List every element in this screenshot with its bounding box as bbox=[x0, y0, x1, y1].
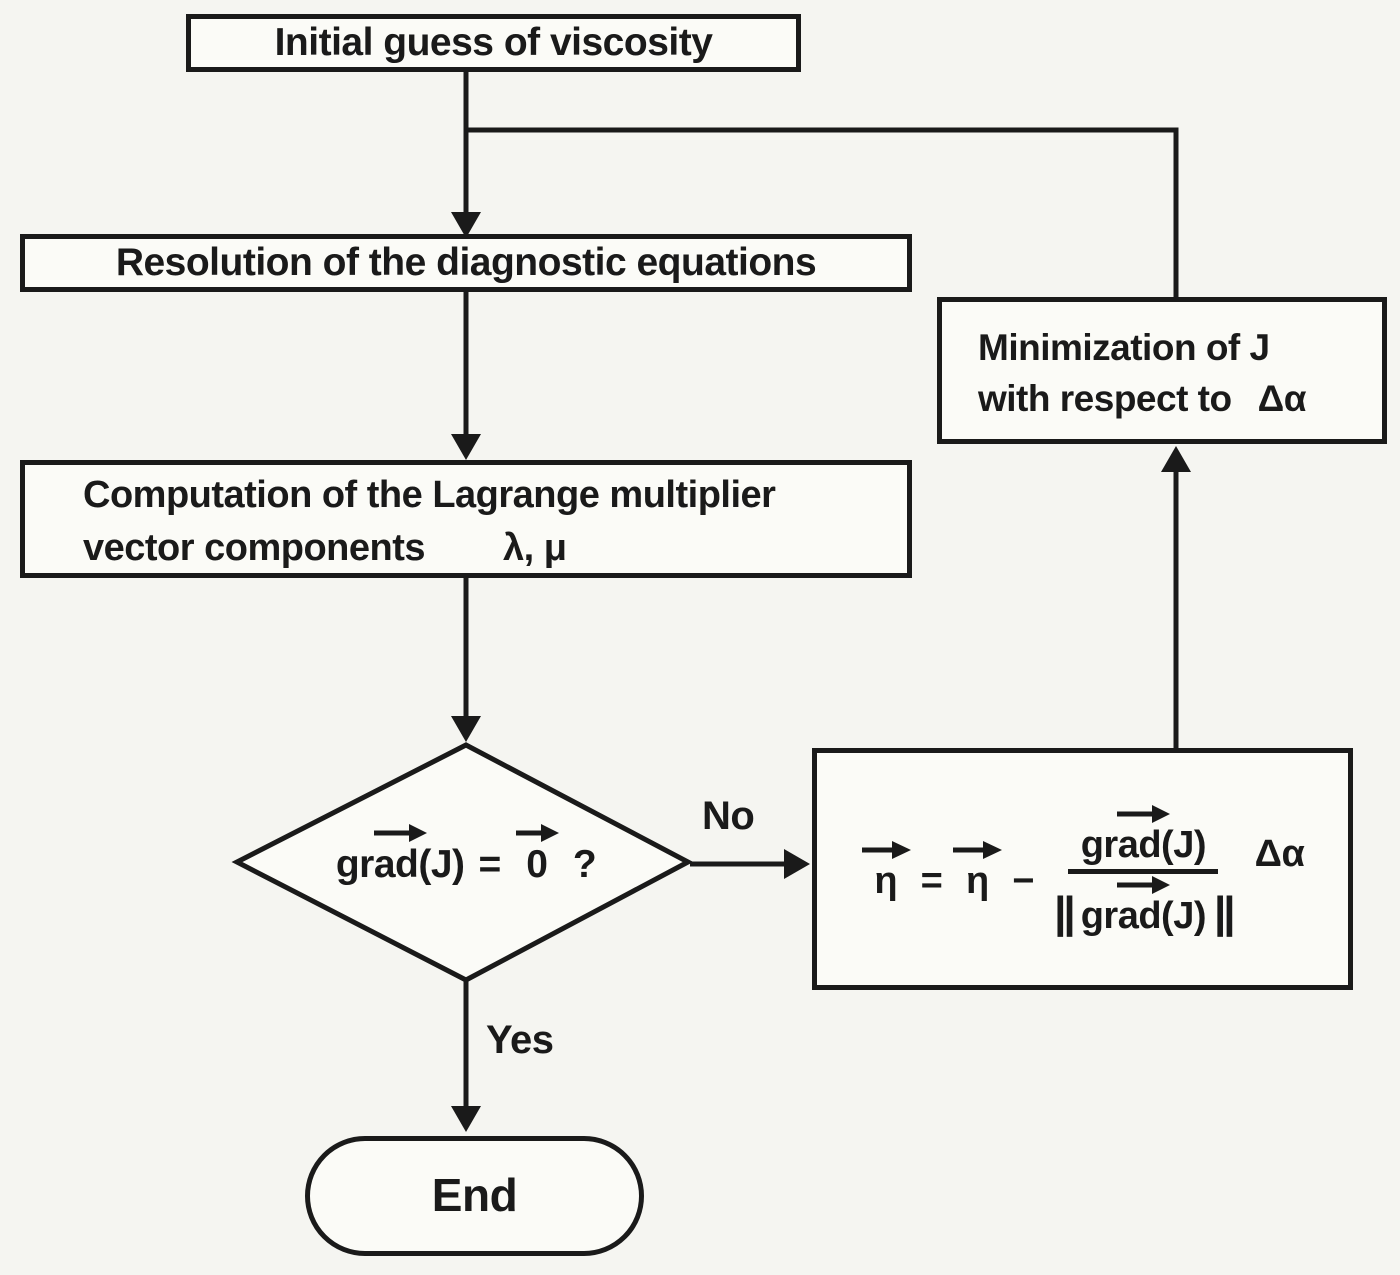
update-factor-delta-alpha: Δα bbox=[1254, 833, 1305, 876]
edge-label-yes: Yes bbox=[486, 1018, 554, 1062]
node-computation-line2-text: vector components bbox=[83, 526, 426, 569]
decision-zero-token: 0 bbox=[515, 822, 559, 884]
update-minus: − bbox=[1012, 859, 1035, 902]
node-computation-line2: vector components λ, μ bbox=[83, 529, 907, 567]
edge-feedback-top-branch bbox=[466, 127, 1179, 297]
norm-close: || bbox=[1214, 888, 1236, 937]
node-resolution-label: Resolution of the diagnostic equations bbox=[115, 240, 817, 284]
update-eta-group: η = η − bbox=[861, 839, 1035, 902]
update-eta1: η bbox=[874, 859, 898, 902]
update-denominator-token: grad(J) bbox=[1080, 874, 1207, 937]
update-equals: = bbox=[920, 859, 943, 902]
node-end-label: End bbox=[431, 1169, 518, 1222]
update-numerator-grad: grad(J) bbox=[1080, 824, 1207, 866]
arrowhead-into-update bbox=[784, 849, 810, 879]
lagrange-symbols: λ, μ bbox=[503, 526, 567, 569]
decision-question-mark: ? bbox=[572, 843, 597, 886]
arrowhead-into-computation bbox=[451, 434, 481, 460]
arrowhead-into-end bbox=[451, 1106, 481, 1132]
fraction-bar bbox=[1068, 869, 1219, 874]
node-update-formula: η = η − grad(J) || bbox=[812, 748, 1353, 990]
update-eta2: η bbox=[966, 859, 989, 902]
node-end: End bbox=[305, 1136, 644, 1256]
update-fraction: grad(J) || grad(J) || bbox=[1054, 803, 1236, 937]
node-computation: Computation of the Lagrange multiplier v… bbox=[20, 460, 912, 578]
node-initial-guess: Initial guess of viscosity bbox=[186, 14, 801, 72]
arrowhead-into-minimization bbox=[1161, 446, 1191, 472]
decision-zero-text: 0 bbox=[526, 843, 548, 886]
update-denominator-grad: grad(J) bbox=[1080, 895, 1207, 937]
vector-arrow-icon bbox=[374, 824, 428, 842]
update-denominator: || grad(J) || bbox=[1054, 874, 1236, 937]
node-initial-guess-label: Initial guess of viscosity bbox=[274, 20, 713, 64]
arrowhead-into-decision bbox=[451, 716, 481, 742]
vector-arrow-icon bbox=[861, 840, 911, 859]
decision-grad-text: grad(J) bbox=[335, 843, 465, 886]
node-minimization-line2-text: with respect to bbox=[978, 378, 1232, 420]
update-numerator-token: grad(J) bbox=[1080, 803, 1207, 866]
norm-open: || bbox=[1054, 888, 1076, 937]
vector-arrow-icon bbox=[1117, 805, 1171, 823]
decision-equals: = bbox=[478, 843, 502, 886]
node-resolution: Resolution of the diagnostic equations bbox=[20, 234, 912, 292]
vector-arrow-icon bbox=[515, 824, 559, 842]
decision-grad-token: grad(J) bbox=[336, 822, 465, 884]
delta-alpha-symbol: Δα bbox=[1257, 378, 1307, 420]
vector-arrow-icon bbox=[953, 840, 1003, 859]
vector-arrow-icon bbox=[1117, 876, 1171, 894]
update-eta2-token: η bbox=[952, 839, 1003, 902]
node-minimization-line1: Minimization of J bbox=[978, 326, 1270, 368]
node-computation-line1: Computation of the Lagrange multiplier bbox=[83, 474, 776, 517]
node-minimization: Minimization of J with respect to Δα bbox=[937, 297, 1387, 444]
edge-label-no: No bbox=[702, 794, 755, 838]
arrowhead-into-resolution bbox=[451, 212, 481, 238]
update-eta1-token: η bbox=[861, 839, 911, 900]
decision-expression: grad(J) = 0 ? bbox=[256, 764, 676, 884]
node-minimization-line2: with respect to Δα bbox=[978, 380, 1382, 417]
